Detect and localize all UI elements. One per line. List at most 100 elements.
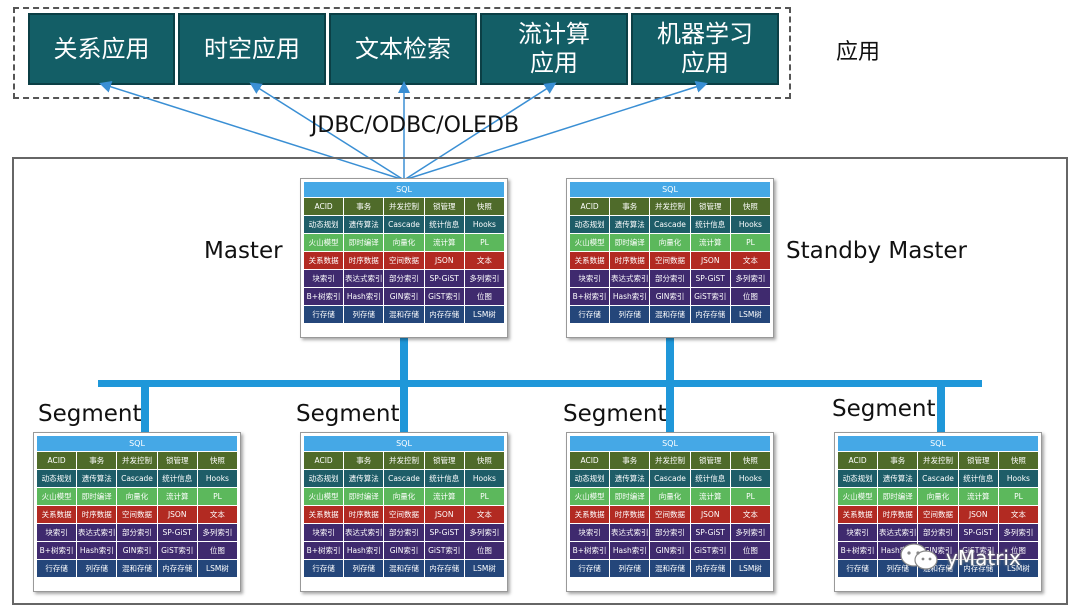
feature-cell: 火山模型 [37,488,77,505]
feature-cell: JSON [424,252,464,269]
feature-cell: ACID [570,452,610,469]
feature-cell: B+树索引 [570,288,610,305]
feature-cell: 空间数据 [650,506,690,523]
application-box: 文本检索 [329,13,477,85]
feature-cell: 并发控制 [918,452,958,469]
feature-cell: 表达式索引 [344,270,384,287]
feature-cell: 行存储 [304,306,344,323]
feature-cell: 部分索引 [650,524,690,541]
feature-cell: B+树索引 [304,288,344,305]
feature-cell: 向量化 [918,488,958,505]
feature-cell: 火山模型 [570,488,610,505]
feature-cell: 混和存储 [650,560,690,577]
master-label: Master [204,238,283,264]
segment-2-link [400,384,408,434]
feature-cell: Hash索引 [610,288,650,305]
feature-cell: GiST索引 [424,288,464,305]
feature-cell: 列存储 [77,560,117,577]
feature-cell: Hash索引 [77,542,117,559]
feature-cell: B+树索引 [838,542,878,559]
feature-cell: GiST索引 [958,542,998,559]
feature-cell: 并发控制 [384,452,424,469]
feature-cell: GIN索引 [117,542,157,559]
feature-cell: 文本 [464,506,505,523]
standby-master-label: Standby Master [786,238,967,264]
feature-cell: 火山模型 [304,234,344,251]
feature-cell: 统计信息 [157,470,197,487]
wechat-icon [900,543,938,570]
feature-cell: B+树索引 [37,542,77,559]
feature-cell: 块索引 [570,270,610,287]
feature-cell: 流计算 [424,488,464,505]
feature-cell: GiST索引 [157,542,197,559]
feature-cell: ACID [304,198,344,215]
feature-cell: 遗传算法 [610,216,650,233]
feature-cell: SP-GiST [690,270,730,287]
feature-cell: Cascade [650,470,690,487]
feature-cell: Hooks [998,470,1039,487]
feature-cell: GiST索引 [690,288,730,305]
feature-cell: LSM树 [998,560,1039,577]
feature-cell: 统计信息 [424,470,464,487]
feature-cell: Hooks [730,216,771,233]
connection-arrow [249,82,405,181]
feature-cell: GIN索引 [384,542,424,559]
feature-cell: 并发控制 [650,198,690,215]
feature-cell: 表达式索引 [344,524,384,541]
feature-cell: SP-GiST [157,524,197,541]
feature-cell: 时序数据 [344,506,384,523]
feature-cell: 多列索引 [464,524,505,541]
feature-cell: JSON [958,506,998,523]
feature-cell: B+树索引 [304,542,344,559]
feature-cell: 空间数据 [650,252,690,269]
feature-cell: PL [197,488,238,505]
feature-cell: 空间数据 [918,506,958,523]
feature-cell: 块索引 [304,270,344,287]
protocol-label: JDBC/ODBC/OLEDB [310,113,520,138]
feature-cell: 关系数据 [570,506,610,523]
feature-cell: 多列索引 [998,524,1039,541]
feature-cell: 行存储 [570,560,610,577]
segment-label: Segment [38,401,142,427]
feature-cell: 向量化 [650,488,690,505]
feature-cell: 事务 [610,452,650,469]
feature-cell: 即时编译 [77,488,117,505]
feature-cell: 即时编译 [610,488,650,505]
feature-cell: 关系数据 [304,506,344,523]
feature-cell: 内存存储 [690,560,730,577]
feature-cell: 锁管理 [690,452,730,469]
feature-cell: 锁管理 [424,198,464,215]
feature-cell: 内存存储 [424,560,464,577]
feature-cell: 表达式索引 [610,270,650,287]
feature-cell: PL [730,488,771,505]
segment-label: Segment [832,396,936,422]
feature-cell: 统计信息 [690,470,730,487]
feature-cell: 位图 [730,288,771,305]
feature-cell: 统计信息 [958,470,998,487]
feature-cell: 内存存储 [157,560,197,577]
feature-cell: 列存储 [344,560,384,577]
feature-cell: 事务 [77,452,117,469]
feature-cell: 快照 [464,198,505,215]
feature-cell: GIN索引 [384,288,424,305]
feature-cell: 多列索引 [730,524,771,541]
feature-cell: 列存储 [344,306,384,323]
